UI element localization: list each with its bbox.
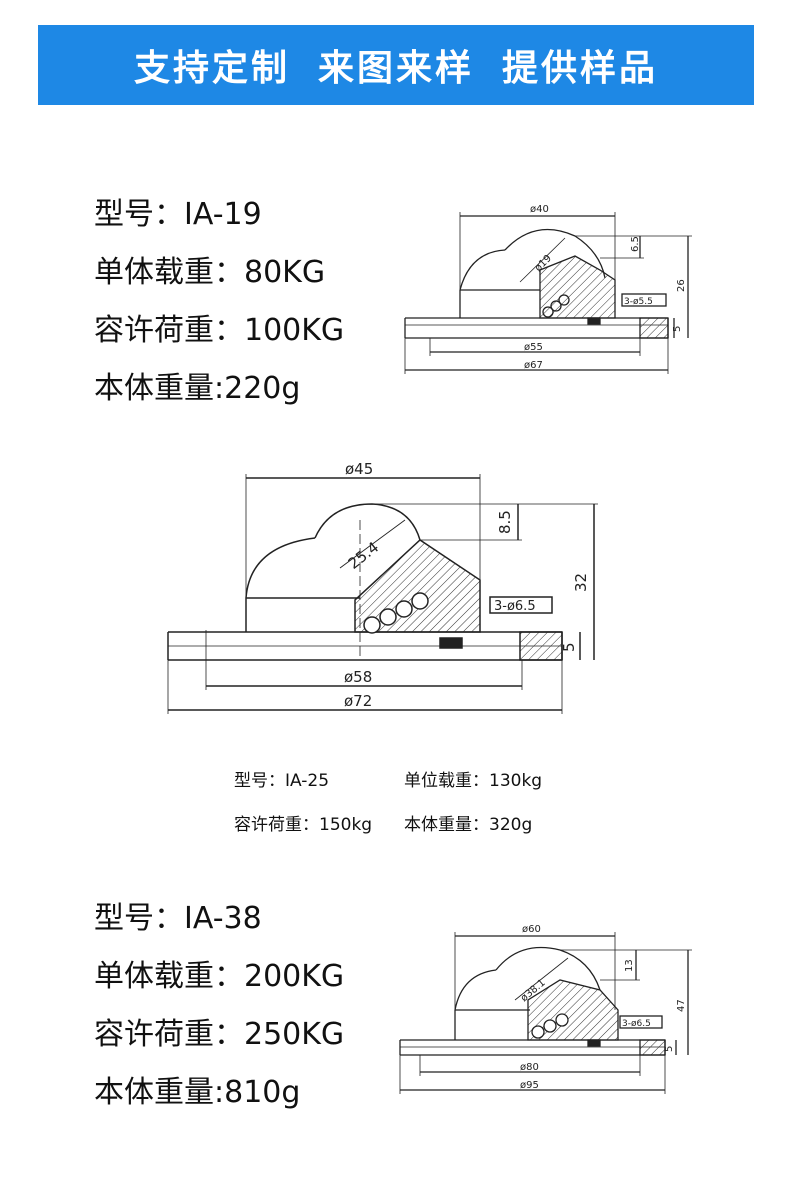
banner-text-drawing: 来图来样 <box>317 48 474 89</box>
ia19-model: 型号：IA-19 <box>94 197 262 232</box>
svg-text:26: 26 <box>676 279 687 292</box>
banner-text-sample: 提供样品 <box>502 48 659 89</box>
svg-text:6.5: 6.5 <box>630 236 641 252</box>
svg-text:ø40: ø40 <box>530 204 549 215</box>
header-banner: 支持定制 来图来样 提供样品 <box>38 25 754 105</box>
ia19-allow: 容许荷重：100KG <box>94 313 345 348</box>
svg-text:ø45: ø45 <box>345 460 373 478</box>
svg-text:3-ø6.5: 3-ø6.5 <box>622 1019 651 1029</box>
ia38-drawing <box>399 932 692 1094</box>
svg-text:3-ø5.5: 3-ø5.5 <box>624 297 653 307</box>
svg-text:8.5: 8.5 <box>496 510 514 534</box>
svg-text:ø72: ø72 <box>344 692 372 710</box>
ia25-allow: 容许荷重：150kg <box>234 815 373 835</box>
svg-text:5: 5 <box>672 326 683 332</box>
svg-text:ø67: ø67 <box>524 360 543 371</box>
ia38-load: 单体载重：200KG <box>94 959 345 994</box>
svg-text:ø55: ø55 <box>524 342 543 353</box>
svg-text:ø80: ø80 <box>520 1062 539 1073</box>
svg-text:13: 13 <box>624 959 635 972</box>
ia38-allow: 容许荷重：250KG <box>94 1017 345 1052</box>
ia19-dim-labels: ø40 ø19 6.5 26 3-ø5.5 5 ø55 ø67 <box>524 204 687 371</box>
ia38-specs: 型号：IA-38 单体载重：200KG 容许荷重：250KG 本体重量:810g <box>94 890 344 1122</box>
svg-text:25.4: 25.4 <box>345 538 382 573</box>
svg-text:5: 5 <box>664 1046 675 1052</box>
svg-text:ø60: ø60 <box>522 924 541 935</box>
ia19-drawing <box>404 212 692 374</box>
ia19-load: 单体载重：80KG <box>94 255 326 290</box>
ia19-weight: 本体重量:220g <box>94 371 301 406</box>
svg-text:ø58: ø58 <box>344 668 372 686</box>
ia25-drawing <box>167 474 598 714</box>
svg-text:47: 47 <box>676 999 687 1012</box>
ia25-load: 单位载重：130kg <box>404 771 543 791</box>
banner-text-custom: 支持定制 <box>133 48 290 89</box>
svg-text:3-ø6.5: 3-ø6.5 <box>494 599 536 614</box>
ia19-specs: 型号：IA-19 单体载重：80KG 容许荷重：100KG 本体重量:220g <box>94 186 344 418</box>
ia38-model: 型号：IA-38 <box>94 901 262 936</box>
ia38-weight: 本体重量:810g <box>94 1075 301 1110</box>
svg-text:32: 32 <box>572 573 590 592</box>
ia25-model: 型号：IA-25 <box>234 771 330 791</box>
svg-text:ø95: ø95 <box>520 1080 539 1091</box>
ia25-weight: 本体重量：320g <box>404 815 533 835</box>
svg-text:5: 5 <box>560 642 578 652</box>
